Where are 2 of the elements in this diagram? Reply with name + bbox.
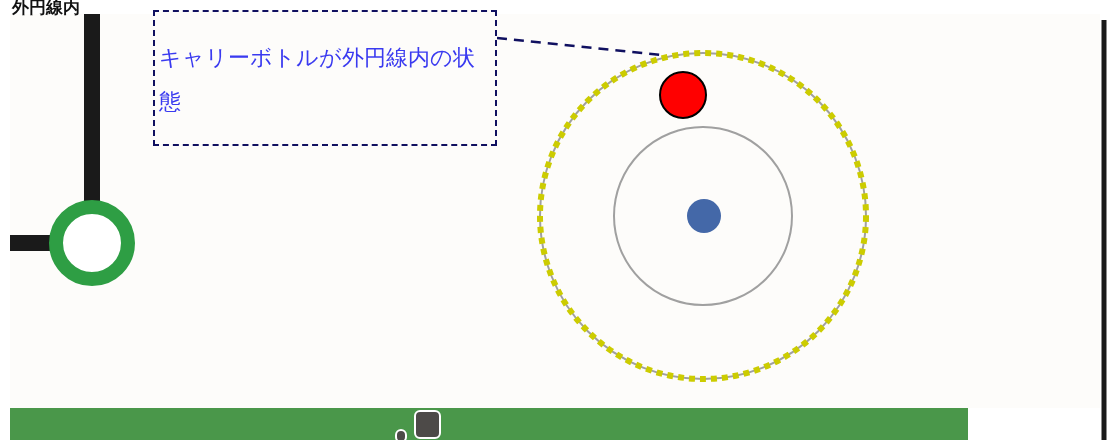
outer-circle [537,50,869,382]
callout-box: キャリーボトルが外円線内の状態 [153,10,497,146]
